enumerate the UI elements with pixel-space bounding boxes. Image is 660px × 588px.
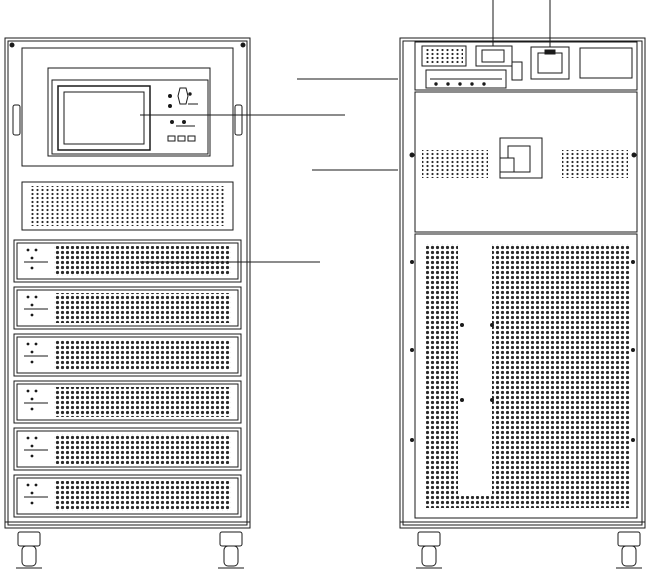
front-base [4,521,251,529]
lcd-screen [63,91,145,145]
front-right-caster [218,531,244,569]
lcd-screen-outer [57,85,151,151]
power-module-vent [54,293,231,323]
power-module [13,333,242,377]
rear-io-vent [421,45,467,67]
front-ventilation-grille [21,181,234,231]
power-module [13,474,242,518]
rear-panel-bolts [410,260,635,442]
power-modules [13,239,242,518]
rear-io-socket-a [475,45,513,67]
power-module-vent [54,481,231,511]
power-module-vent [54,434,231,464]
rear-io-terminal-strip [425,69,507,89]
rear-cabinet-inner [402,40,643,526]
front-view [4,37,251,569]
front-control-panel [21,47,234,167]
power-module [13,427,242,471]
rear-left-caster [416,531,442,569]
rear-view [399,37,646,569]
front-right-handle [234,104,243,136]
front-cabinet-inner [7,40,248,526]
rear-io-port [511,61,523,81]
power-module [13,286,242,330]
power-module [13,380,242,424]
rear-callouts [492,0,551,47]
power-module [13,239,242,283]
rear-breaker-panel [414,91,638,233]
rear-breaker-vent-right [562,150,628,178]
display-frame [51,79,209,155]
power-module-vent [54,246,231,276]
rear-io-panel [414,41,638,91]
rear-right-caster [616,531,642,569]
control-icons [167,87,198,142]
display-bezel [47,67,211,157]
front-callouts [140,78,398,263]
power-module-vent [54,387,231,417]
front-left-caster [16,531,42,569]
rear-base [399,521,646,529]
front-left-handle [12,104,21,136]
rear-breaker-vent-left [422,150,488,178]
rear-lower-panel [414,233,638,519]
power-module-vent [54,340,231,370]
rear-lower-mesh [426,244,630,508]
